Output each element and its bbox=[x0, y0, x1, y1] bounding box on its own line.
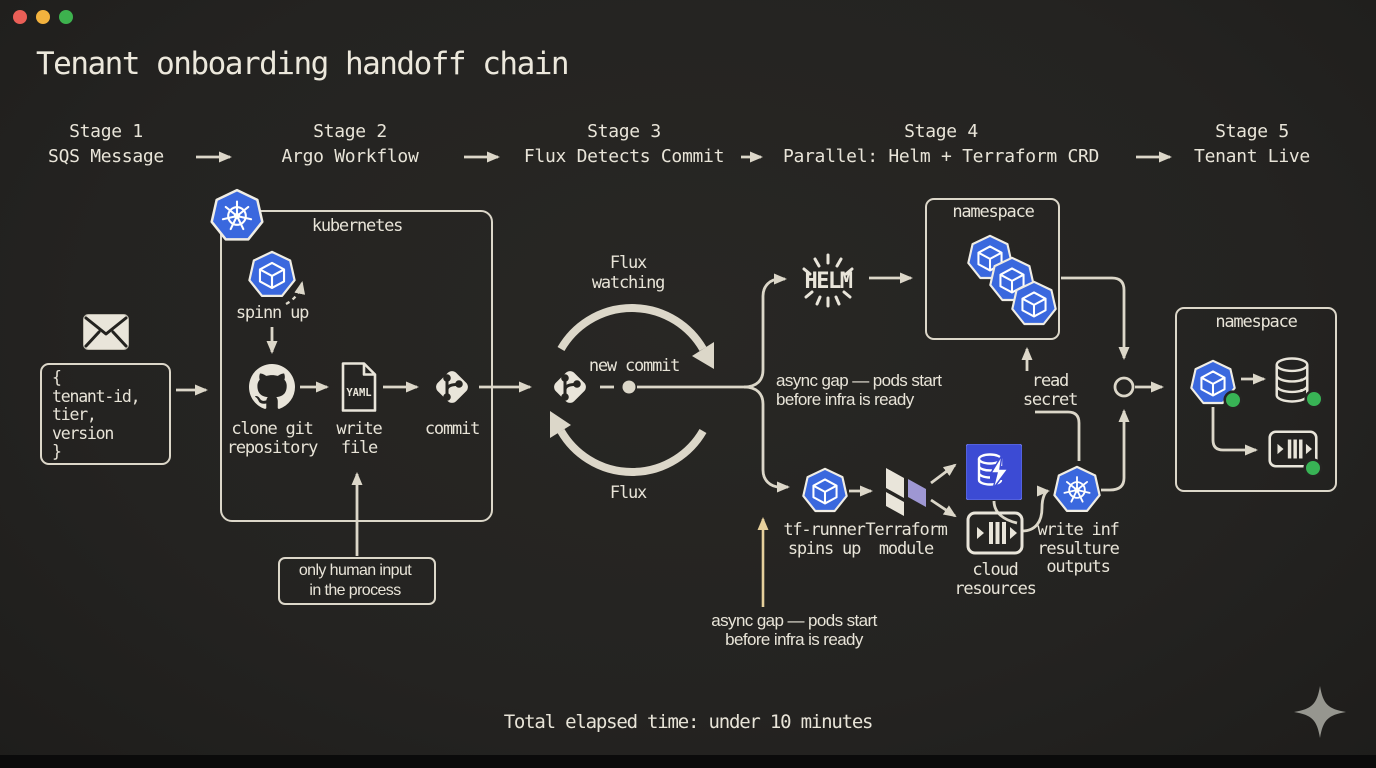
terraform-module-label: Terraform module bbox=[865, 520, 948, 559]
window-close-button[interactable] bbox=[13, 10, 27, 24]
stage-sublabel: Parallel: Helm + Terraform CRD bbox=[782, 146, 1100, 167]
write-file-label: write file bbox=[336, 419, 382, 458]
stage-label: Stage 4 bbox=[904, 121, 978, 142]
write-outputs-label: write inf resulture outputs bbox=[1037, 520, 1120, 577]
envelope-icon bbox=[83, 314, 129, 350]
commit-label: commit bbox=[424, 419, 480, 439]
window-minimize-button[interactable] bbox=[36, 10, 50, 24]
pod-icon bbox=[1011, 280, 1057, 326]
stage-sublabel: Flux Detects Commit bbox=[523, 146, 725, 167]
status-dot-green bbox=[1303, 458, 1323, 478]
stage-header-4: Stage 4 Parallel: Helm + Terraform CRD bbox=[783, 119, 1099, 169]
stage-header-1: Stage 1 SQS Message bbox=[48, 119, 164, 169]
yaml-badge-text: YAML bbox=[346, 387, 371, 399]
flux-label: Flux bbox=[609, 483, 647, 503]
bottom-bar bbox=[0, 755, 1376, 768]
async-note-bottom: async gap — pods start before infra is r… bbox=[711, 611, 877, 649]
tf-runner-pod-icon bbox=[802, 467, 848, 513]
sparkle-icon bbox=[1294, 686, 1346, 738]
git-commit-icon bbox=[432, 367, 472, 407]
namespace-helm-label: namespace bbox=[952, 202, 1035, 222]
helm-icon: HELM bbox=[802, 253, 854, 308]
stage-label: Stage 1 bbox=[69, 121, 143, 142]
namespace-tenant-label: namespace bbox=[1215, 312, 1298, 332]
spin-up-label: spinn up bbox=[235, 303, 309, 323]
clone-git-label: clone git repository bbox=[226, 419, 319, 458]
payload-text: { tenant-id, tier, version } bbox=[52, 368, 141, 462]
database-lightning-icon bbox=[966, 444, 1022, 500]
status-dot-green bbox=[1304, 389, 1324, 409]
kubernetes-write-icon bbox=[1053, 465, 1101, 512]
status-dot-green bbox=[1223, 390, 1243, 410]
stage-header-5: Stage 5 Tenant Live bbox=[1194, 119, 1310, 169]
human-note-text: only human input in the process bbox=[298, 562, 412, 599]
stage-sublabel: SQS Message bbox=[48, 146, 164, 167]
namespace-tenant-box bbox=[1175, 307, 1337, 492]
stage-sublabel: Argo Workflow bbox=[281, 146, 419, 167]
cloud-resources-icon bbox=[966, 511, 1024, 555]
stage-label: Stage 5 bbox=[1215, 121, 1289, 142]
pod-spin-up-icon bbox=[248, 250, 296, 297]
new-commit-label: new commit bbox=[588, 356, 681, 376]
stage-label: Stage 2 bbox=[313, 121, 387, 142]
page-title: Tenant onboarding handoff chain bbox=[36, 46, 570, 82]
stage-label: Stage 3 bbox=[587, 121, 661, 142]
kubernetes-box-label: kubernetes bbox=[311, 216, 404, 236]
flux-cycle-arrows bbox=[550, 304, 714, 476]
payload-box bbox=[40, 363, 171, 465]
cloud-resources-label: cloud resources bbox=[954, 560, 1037, 599]
namespace-helm-box bbox=[925, 198, 1060, 340]
stage-header-3: Stage 3 Flux Detects Commit bbox=[523, 119, 725, 169]
total-time-label: Total elapsed time: under 10 minutes bbox=[503, 711, 874, 733]
async-note-top: async gap — pods start before infra is r… bbox=[776, 371, 942, 409]
join-node bbox=[1113, 376, 1135, 398]
github-icon bbox=[249, 364, 295, 409]
window-zoom-button[interactable] bbox=[59, 10, 73, 24]
kubernetes-icon bbox=[210, 188, 264, 241]
flux-watching-label: Flux watching bbox=[591, 253, 665, 293]
stage-header-2: Stage 2 Argo Workflow bbox=[282, 119, 419, 169]
terraform-icon bbox=[886, 468, 926, 516]
read-secret-label: read secret bbox=[1022, 371, 1078, 410]
human-note-box bbox=[278, 557, 436, 605]
tf-runner-label: tf-runner spins up bbox=[783, 520, 866, 559]
stage-sublabel: Tenant Live bbox=[1194, 146, 1310, 167]
yaml-file-icon: YAML bbox=[341, 362, 377, 412]
kubernetes-box bbox=[220, 210, 493, 522]
helm-logo-text: HELM bbox=[805, 269, 853, 294]
